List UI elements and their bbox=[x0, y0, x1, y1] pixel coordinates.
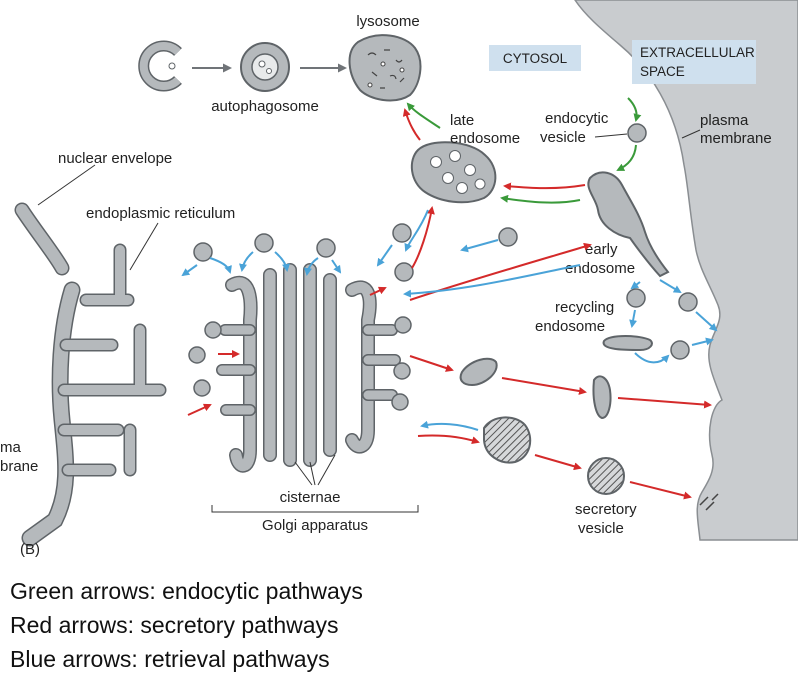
recycling-endosome bbox=[602, 335, 653, 352]
legend: Green arrows: endocytic pathways Red arr… bbox=[10, 574, 363, 676]
phagophore bbox=[138, 40, 182, 92]
golgi-bracket bbox=[211, 505, 419, 513]
recycling-endosome-label-line1: recycling bbox=[555, 299, 614, 316]
secretory-vesicle-label-line2: vesicle bbox=[578, 520, 624, 537]
extracellular-box bbox=[632, 40, 756, 84]
legend-red: Red arrows: secretory pathways bbox=[10, 612, 339, 638]
recycling-endosome-label-line2: endosome bbox=[535, 318, 605, 335]
golgi-apparatus-label: Golgi apparatus bbox=[262, 517, 368, 534]
lysosome-label: lysosome bbox=[356, 13, 419, 30]
left-plasma-membrane-label-line2: brane bbox=[0, 458, 38, 475]
cell-pathway-diagram: CYTOSOL EXTRACELLULAR SPACE nuclear enve… bbox=[0, 0, 798, 558]
red-arrows bbox=[187, 108, 712, 500]
autophagosome bbox=[240, 42, 290, 92]
lysosome bbox=[348, 34, 422, 102]
plasma-membrane-label-line2: membrane bbox=[700, 130, 772, 147]
late-endosome-label-line1: late bbox=[450, 112, 474, 129]
autophagosome-label: autophagosome bbox=[211, 98, 319, 115]
early-endosome bbox=[587, 171, 670, 278]
legend-blue: Blue arrows: retrieval pathways bbox=[10, 646, 330, 672]
panel-label: (B) bbox=[20, 541, 40, 558]
endoplasmic-reticulum bbox=[21, 243, 167, 547]
plasma-membrane-label-line1: plasma bbox=[700, 112, 749, 129]
exocytosis-marks bbox=[699, 493, 719, 511]
late-endosome-label-line2: endosome bbox=[450, 130, 520, 147]
cytosol-label: CYTOSOL bbox=[503, 51, 568, 66]
secretory-vesicles bbox=[459, 357, 625, 495]
early-endosome-label-line1: early bbox=[585, 241, 618, 258]
late-endosome bbox=[410, 141, 497, 204]
extracellular-label-line2: SPACE bbox=[640, 64, 685, 79]
blue-arrows bbox=[181, 209, 718, 431]
golgi-cisternae bbox=[216, 263, 401, 473]
nuclear-envelope-label: nuclear envelope bbox=[58, 150, 172, 167]
cytosol-box bbox=[489, 45, 581, 71]
endoplasmic-reticulum-label: endoplasmic reticulum bbox=[86, 205, 235, 222]
left-plasma-membrane-label-line1: ma bbox=[0, 439, 21, 456]
transport-vesicles bbox=[188, 123, 698, 411]
cisternae-label: cisternae bbox=[280, 489, 341, 506]
secretory-vesicle-label-line1: secretory bbox=[575, 501, 637, 518]
green-arrows bbox=[406, 97, 642, 204]
early-endosome-label-line2: endosome bbox=[565, 260, 635, 277]
extracellular-label-line1: EXTRACELLULAR bbox=[640, 45, 755, 60]
endocytic-vesicle-label-line1: endocytic bbox=[545, 110, 609, 127]
legend-green: Green arrows: endocytic pathways bbox=[10, 578, 363, 604]
endocytic-vesicle-label-line2: vesicle bbox=[540, 129, 586, 146]
